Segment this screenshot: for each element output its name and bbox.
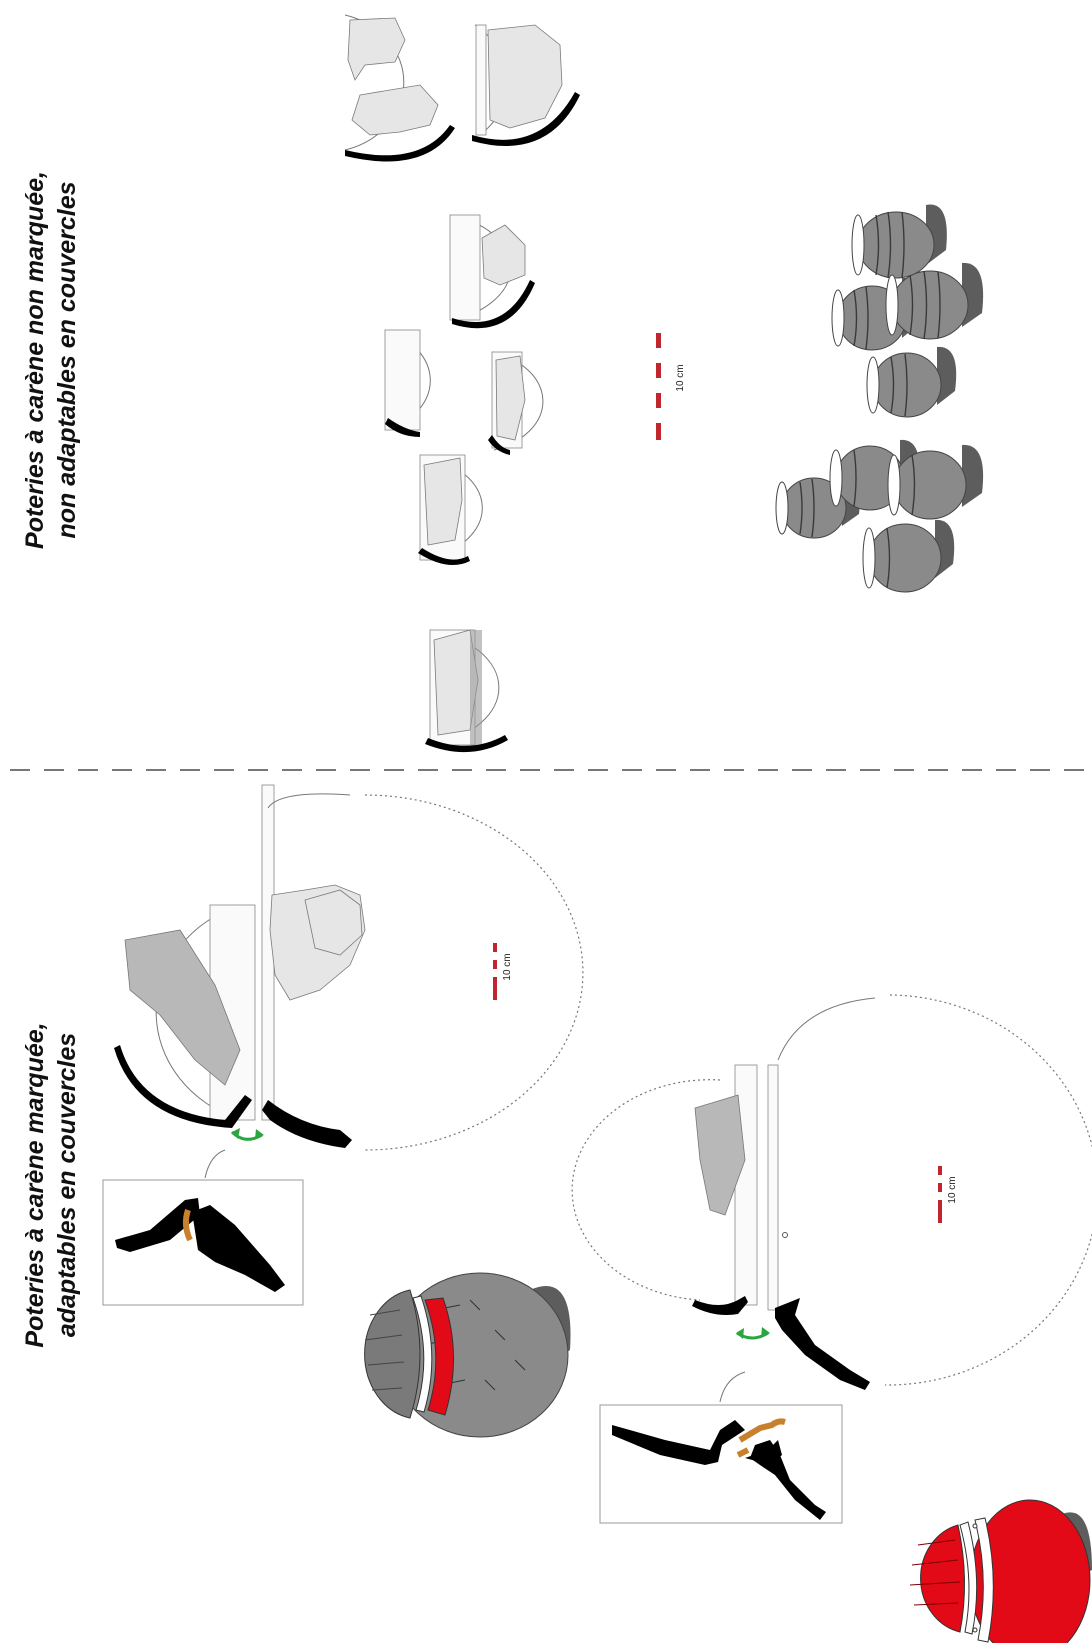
vessel-drawing-top-6: [418, 454, 483, 566]
rotation-arrow-icon: [736, 1327, 770, 1340]
heading-not-adaptable-line1: Poteries à carène non marquée,: [21, 171, 49, 549]
pot-reconstruction: [887, 444, 984, 520]
lid-joint-inset-1: [102, 1179, 304, 1306]
lid-joint-inset-2: [599, 1404, 843, 1524]
lid-fit-reconstruction-1: [364, 1272, 571, 1438]
heading-adaptable: Poteries à carène marquée, adaptables en…: [21, 1022, 81, 1347]
scale-bar-bottom-1-label: 10 cm: [502, 953, 513, 980]
scale-bar-top-label: 10 cm: [675, 364, 686, 391]
pot-reconstruction: [885, 262, 984, 340]
scale-bar-top: 10 cm: [656, 318, 686, 440]
vessel-drawing-top-4: [384, 329, 431, 437]
pot-reconstruction: [866, 346, 957, 418]
vessel-drawing-bottom-2: [571, 994, 1092, 1403]
vessel-drawing-top-5: [488, 351, 544, 455]
pot-group-top: [775, 204, 984, 593]
scale-bar-bottom-2-label: 10 cm: [947, 1176, 958, 1203]
heading-not-adaptable: Poteries à carène non marquée, non adapt…: [21, 171, 81, 549]
lid-fit-reconstruction-2: [909, 1499, 1092, 1643]
heading-adaptable-line1: Poteries à carène marquée,: [21, 1022, 49, 1347]
vessel-drawing-top-3: [449, 214, 535, 329]
heading-not-adaptable-line2: non adaptables en couvercles: [53, 181, 81, 538]
vessel-drawing-top-7: [425, 629, 508, 753]
vessel-drawing-bottom-1: [114, 784, 584, 1179]
heading-adaptable-line2: adaptables en couvercles: [53, 1033, 81, 1337]
scale-bar-bottom-2: 10 cm: [938, 1158, 958, 1223]
pot-reconstruction: [862, 519, 955, 593]
vessel-drawing-top-1: [344, 14, 455, 162]
scale-bar-bottom-1: 10 cm: [493, 935, 513, 1000]
pot-reconstruction: [851, 204, 947, 279]
rotation-arrow-icon: [230, 1128, 264, 1141]
vessel-drawing-top-2: [472, 24, 580, 147]
